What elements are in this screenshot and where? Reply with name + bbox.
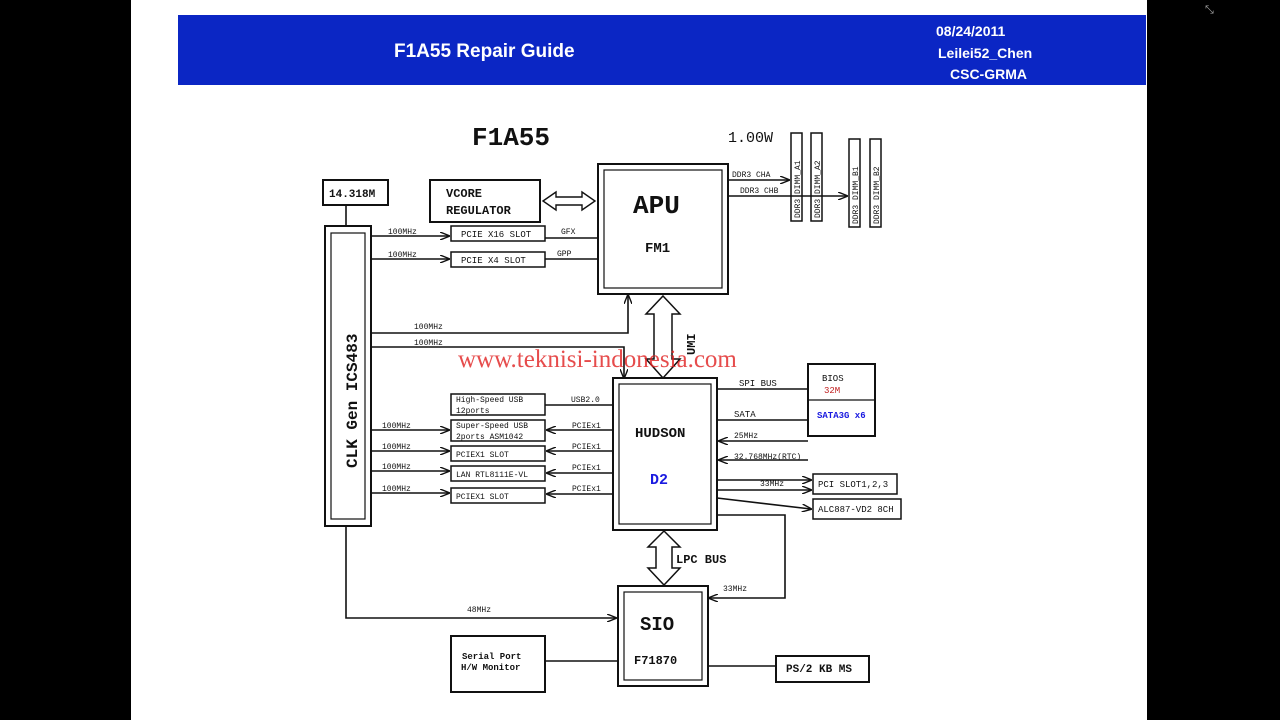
dimm-b2-label: DDR3 DIMM_B2 [873,166,882,224]
voltage-label: 1.00W [728,130,773,147]
pcie-x16-label: PCIE X16 SLOT [461,230,532,240]
apu-model: FM1 [645,241,670,257]
vcore-apu-arrow [541,190,597,212]
bios-label: BIOS [822,374,844,384]
bios-size: 32M [824,386,840,396]
bios-sata-box: BIOS 32M SATA3G x6 [807,363,876,437]
dimm-a1-label: DDR3 DIMM_A1 [794,160,803,218]
dimm-slots: DDR3 DIMM_A1 DDR3 DIMM_A2 DDR3 DIMM_B1 D… [790,132,882,228]
freq-label: 100MHz [382,422,411,431]
pciex1-slot-1: PCIEX1 SLOT [450,445,546,462]
serial-port-box: Serial Port H/W Monitor [450,635,546,693]
umi-label: UMI [685,333,699,355]
clock-generator-box: CLK Gen ICS483 [324,225,372,527]
header-author: Leilei52_Chen [938,45,1033,61]
freq-label: 100MHz [414,323,443,332]
page-title: F1A55 Repair Guide [394,41,575,62]
lan-box: LAN RTL8111E-VL [450,465,546,482]
watermark: www.teknisi-indonesia.com [458,346,737,373]
usb3-label-1: Super-Speed USB [456,422,528,431]
pciex1-slot-label: PCIEX1 SLOT [456,493,509,502]
usb3-box: Super-Speed USB 2ports ASM1042 [450,419,546,442]
freq-label: 100MHz [382,463,411,472]
usb3-label-2: 2ports ASM1042 [456,433,523,442]
sata-link-label: SATA [734,410,756,420]
freq-label: 100MHz [382,485,411,494]
lan-label: LAN RTL8111E-VL [456,471,528,480]
header-banner [178,15,1146,85]
crystal-label: 14.318M [329,189,376,201]
pcie-x4-label: PCIE X4 SLOT [461,256,526,266]
freq-48-label: 48MHz [467,606,491,615]
freq-33-label: 33MHz [760,480,784,489]
pciex1-slot-label: PCIEX1 SLOT [456,451,509,460]
freq-33-label: 33MHz [723,585,747,594]
hudson-model: D2 [650,472,668,489]
serial-label-1: Serial Port [462,652,521,662]
freq-label: 100MHz [388,228,417,237]
alc-box: ALC887-VD2 8CH [812,498,902,520]
freq-label: 100MHz [388,251,417,260]
gpp-label: GPP [557,250,572,259]
vcore-label-1: VCORE [446,187,482,201]
dimm-b1-label: DDR3 DIMM_B1 [852,166,861,224]
pciex1-link-label: PCIEx1 [572,464,601,473]
gfx-label: GFX [561,228,576,237]
hudson-label: HUDSON [635,426,685,442]
board-title: F1A55 [472,123,550,153]
usb2-label-2: 12ports [456,407,490,416]
apu-box: APU FM1 [597,163,729,295]
ps2-box: PS/2 KB MS [775,655,870,683]
collapse-icon[interactable]: ⤡ [1205,3,1214,16]
pcie-x4-slot: PCIE X4 SLOT [450,251,546,268]
serial-label-2: H/W Monitor [461,663,520,673]
pcie-x16-slot: PCIE X16 SLOT [450,225,546,242]
apu-label: APU [633,191,680,221]
dimm-a2-label: DDR3 DIMM_A2 [814,160,823,218]
spi-bus-label: SPI BUS [739,379,777,389]
pciex1-link-label: PCIEx1 [572,422,601,431]
ddr-chb-label: DDR3 CHB [740,187,779,196]
usb2-label-1: High-Speed USB [456,396,523,405]
pciex1-link-label: PCIEx1 [572,485,601,494]
header-org: CSC-GRMA [950,66,1027,82]
sio-model: F71870 [634,654,677,668]
clock-generator-label: CLK Gen ICS483 [344,334,362,468]
usb2-box: High-Speed USB 12ports [450,393,546,416]
pci-slot-label: PCI SLOT1,2,3 [818,480,888,490]
pci-slot-box: PCI SLOT1,2,3 [812,473,898,495]
alc-label: ALC887-VD2 8CH [818,505,894,515]
ps2-label: PS/2 KB MS [786,664,852,676]
header-date: 08/24/2011 [936,23,1006,39]
usb2-link-label: USB2.0 [571,396,600,405]
sio-box: SIO F71870 [617,585,709,687]
pciex1-link-label: PCIEx1 [572,443,601,452]
freq-25-label: 25MHz [734,432,758,441]
vcore-regulator-box: VCORE REGULATOR [429,179,541,223]
vcore-label-2: REGULATOR [446,204,512,218]
sio-label: SIO [640,614,674,636]
sata-label: SATA3G x6 [817,411,866,421]
crystal-box: 14.318M [322,179,389,206]
ddr-cha-label: DDR3 CHA [732,171,771,180]
freq-label: 100MHz [414,339,443,348]
hudson-box: HUDSON D2 [612,377,718,531]
lpc-bus-label: LPC BUS [676,553,726,567]
pciex1-slot-2: PCIEX1 SLOT [450,487,546,504]
freq-label: 100MHz [382,443,411,452]
freq-rtc-label: 32.768MHz(RTC) [734,453,801,462]
